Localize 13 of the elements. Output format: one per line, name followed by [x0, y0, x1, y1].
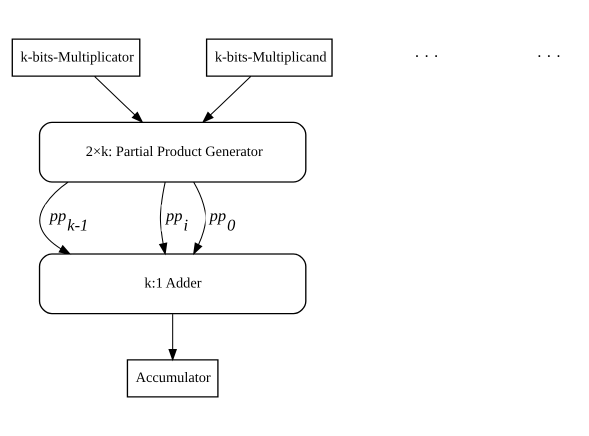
arrow: [202, 76, 252, 124]
node-box: k-bits-Multiplicand: [206, 38, 333, 77]
arrow: [39, 182, 72, 255]
label: · · ·: [414, 46, 439, 66]
node-box: 2×k: Partial Product Generator: [38, 122, 306, 183]
node-box: k:1 Adder: [38, 253, 306, 314]
node-box: Accumulator: [126, 359, 219, 398]
arrow: [168, 314, 177, 362]
node-box: k-bits-Multiplicator: [12, 38, 140, 77]
arrow: [158, 182, 168, 256]
arrow: [94, 76, 144, 124]
arrow: [192, 182, 206, 256]
label: · · ·: [536, 46, 562, 66]
